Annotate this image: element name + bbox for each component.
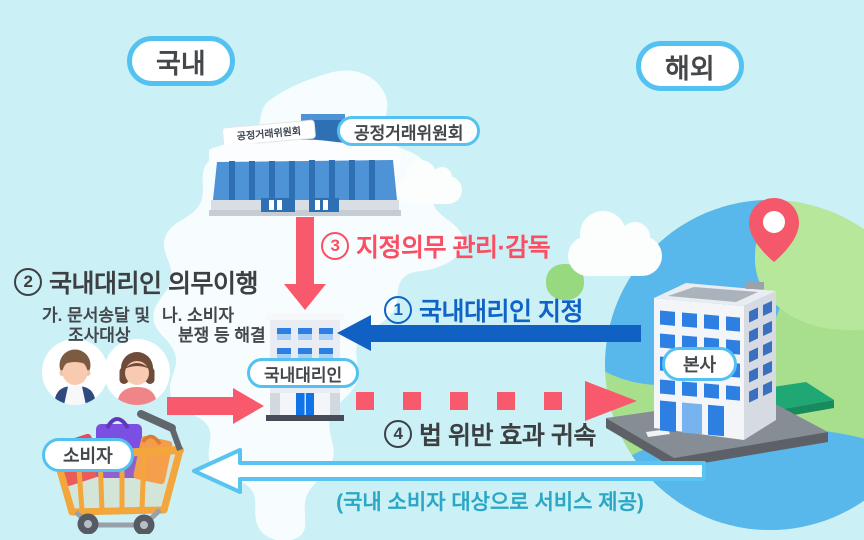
cloud-icon <box>398 160 462 204</box>
cloud-icon <box>568 211 662 276</box>
location-pin-icon <box>749 198 799 262</box>
dashed-arrow-segment <box>450 392 468 410</box>
flow2-label: 2 국내대리인 의무이행 <box>14 264 258 300</box>
dashed-arrow-segment <box>497 392 515 410</box>
consumer-avatar-man <box>42 339 108 405</box>
duty-a-line1: 가. 문서송달 및 <box>42 306 151 325</box>
flow3-text: 지정의무 관리·감독 <box>356 234 551 262</box>
ftc-label: 공정거래위원회 <box>354 123 464 143</box>
arrow-designation-left <box>337 315 651 352</box>
region-pill-overseas: 해외 <box>636 41 744 91</box>
arrow-consumer-to-agent <box>167 388 265 424</box>
arrow-service-left <box>192 448 706 494</box>
headquarters-label: 본사 <box>683 355 717 375</box>
flow4-text: 법 위반 효과 귀속 <box>419 422 596 450</box>
consumer-pill: 소비자 <box>42 438 134 472</box>
flow2-number: 2 <box>14 268 42 296</box>
agent-pill: 국내대리인 <box>247 358 360 388</box>
dashed-arrow-segment <box>356 392 374 410</box>
flow2-text: 국내대리인 의무이행 <box>49 270 258 298</box>
service-note: (국내 소비자 대상으로 서비스 제공) <box>336 491 644 514</box>
ftc-building-icon: 공정거래위원회 <box>209 114 401 216</box>
agent-label: 국내대리인 <box>264 365 343 385</box>
dashed-arrow-segment <box>403 392 421 410</box>
flow3-number: 3 <box>321 232 349 260</box>
flow1-number: 1 <box>384 296 412 324</box>
duty-b-line2: 분쟁 등 해결 <box>178 326 266 345</box>
flow4-number: 4 <box>384 420 412 448</box>
ftc-pill: 공정거래위원회 <box>337 116 481 146</box>
arrow-supervision-down <box>284 217 326 310</box>
flow3-label: 3 지정의무 관리·감독 <box>321 228 551 264</box>
consumer-label: 소비자 <box>63 446 113 466</box>
region-pill-domestic: 국내 <box>127 36 235 86</box>
dashed-arrow-head <box>585 381 637 421</box>
headquarters-pill: 본사 <box>662 347 738 381</box>
region-domestic-label: 국내 <box>156 48 206 79</box>
flow4-label: 4 법 위반 효과 귀속 <box>384 416 596 452</box>
consumer-avatar-woman <box>104 339 170 405</box>
region-overseas-label: 해외 <box>665 53 715 84</box>
duty-b: 나. 소비자 분쟁 등 해결 <box>162 306 266 346</box>
dashed-arrow-segment <box>544 392 562 410</box>
headquarters-building-icon <box>606 282 834 468</box>
duty-a: 가. 문서송달 및 조사대상 <box>42 306 150 346</box>
duty-b-line1: 나. 소비자 <box>162 306 235 325</box>
flow1-text: 국내대리인 지정 <box>419 298 583 326</box>
flow1-label: 1 국내대리인 지정 <box>384 292 583 328</box>
duty-a-line2: 조사대상 <box>68 326 131 345</box>
